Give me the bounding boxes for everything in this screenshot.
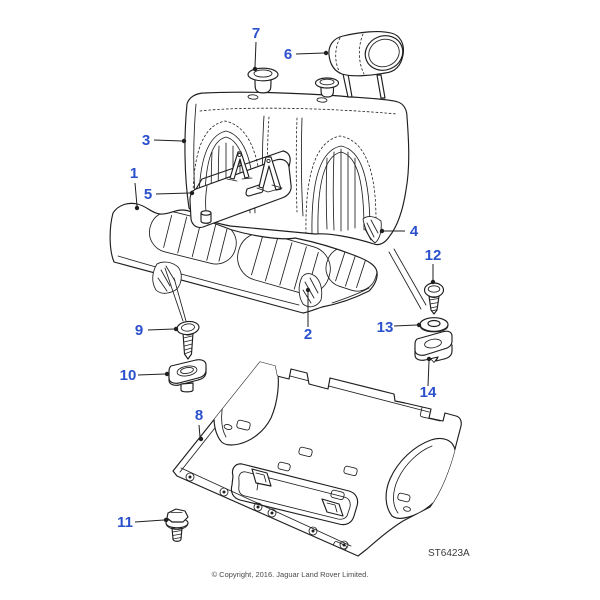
callout-11[interactable]: 11 [117, 514, 169, 531]
callout-11-label[interactable]: 11 [117, 514, 133, 531]
callout-13[interactable]: 13 [377, 319, 422, 336]
callout-10[interactable]: 10 [120, 367, 170, 384]
diagram-code: ST6423A [428, 548, 470, 559]
callout-7-label[interactable]: 7 [252, 25, 260, 42]
callout-4-label[interactable]: 4 [410, 223, 419, 240]
callout-7[interactable]: 7 [252, 25, 260, 72]
callout-8[interactable]: 8 [195, 407, 204, 442]
panel-flange-holes [185, 472, 349, 550]
seat-back-valance-pocket [362, 216, 382, 244]
armrest-hinge-bracket-1 [226, 151, 253, 182]
headrest-grommet-drawing [247, 67, 279, 94]
armrest-drawing [189, 150, 292, 229]
callout-14[interactable]: 14 [420, 356, 437, 401]
callout-2[interactable]: 2 [304, 287, 312, 343]
callout-2-label[interactable]: 2 [304, 326, 312, 343]
callout-13-label[interactable]: 13 [377, 319, 394, 336]
callout-4[interactable]: 4 [379, 223, 419, 240]
headrest-grommet-2-drawing [314, 77, 340, 98]
headrest-drawing [328, 31, 405, 99]
callout-5-label[interactable]: 5 [144, 186, 152, 203]
callout-5[interactable]: 5 [144, 186, 195, 203]
copyright-text: © Copyright, 2016. Jaguar Land Rover Lim… [212, 570, 369, 579]
callout-1-label[interactable]: 1 [130, 165, 138, 182]
cage-nut-10-drawing [168, 359, 207, 393]
callout-3[interactable]: 3 [142, 132, 187, 149]
callout-9[interactable]: 9 [135, 322, 179, 339]
armrest-hinge-bracket-2 [256, 156, 283, 193]
callout-1[interactable]: 1 [130, 165, 140, 211]
bolt-11-drawing [165, 508, 189, 542]
seat-cushion-drawing [109, 202, 378, 314]
callout-6-label[interactable]: 6 [284, 46, 292, 63]
callout-9-label[interactable]: 9 [135, 322, 143, 339]
floor-panel-drawing [172, 361, 462, 557]
callout-12[interactable]: 12 [425, 247, 442, 285]
callout-14-label[interactable]: 14 [420, 384, 437, 401]
screw-12-drawing [423, 282, 445, 315]
alignment-lines [164, 248, 427, 322]
washer-13-drawing [419, 317, 449, 333]
callout-3-label[interactable]: 3 [142, 132, 150, 149]
screw-9-drawing [176, 320, 200, 360]
clip-nut-14-drawing [414, 330, 453, 363]
callout-12-label[interactable]: 12 [425, 247, 442, 264]
callouts: 1 2 3 4 5 6 7 8 [117, 25, 441, 531]
callout-10-label[interactable]: 10 [120, 367, 137, 384]
cushion-pocket-right [298, 273, 323, 308]
callout-8-label[interactable]: 8 [195, 407, 203, 424]
callout-6[interactable]: 6 [284, 46, 329, 63]
